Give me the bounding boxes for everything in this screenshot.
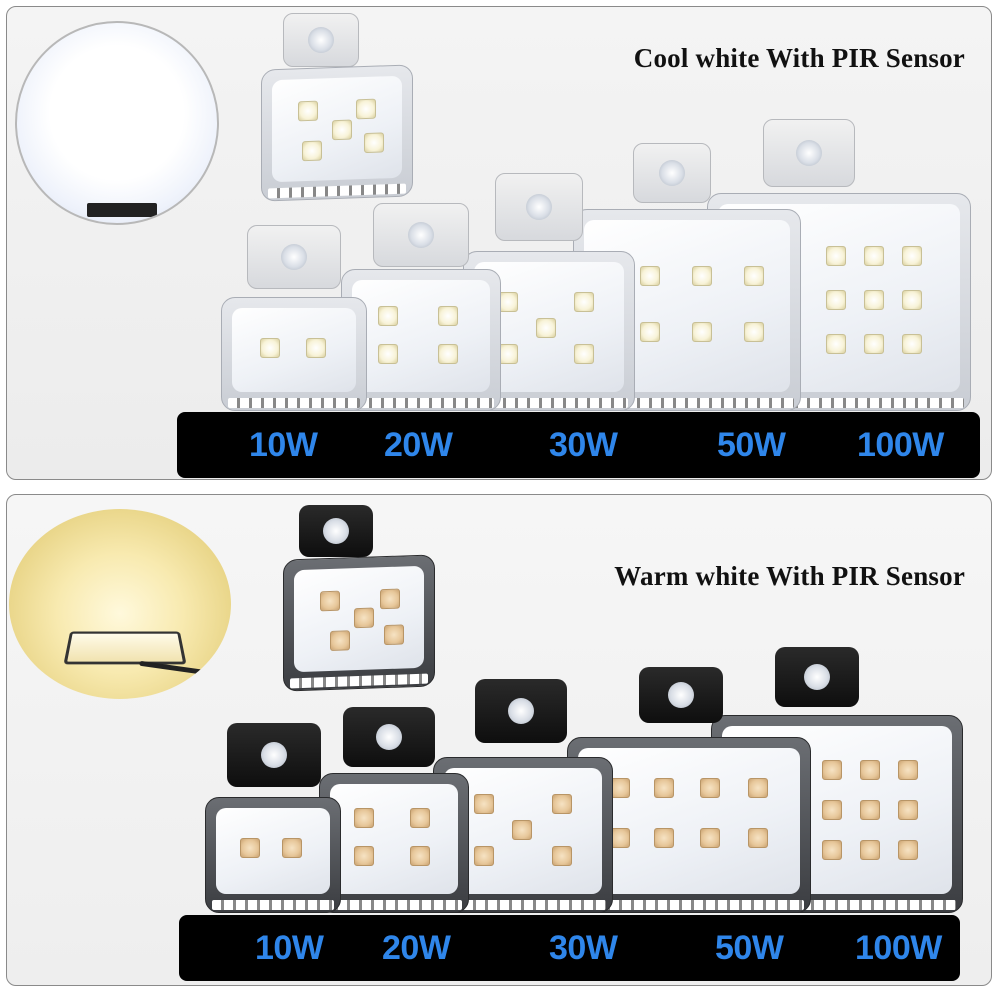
wattage-label-50w: 50W (715, 929, 783, 968)
cool-wattage-bar: 10W 20W 30W 50W 100W (177, 412, 980, 478)
floodlight-display-unit (283, 554, 435, 691)
wattage-label-20w: 20W (382, 929, 450, 968)
wattage-label-30w: 30W (549, 426, 617, 465)
pir-sensor-icon (283, 13, 359, 67)
cool-white-title: Cool white With PIR Sensor (634, 43, 965, 74)
pir-sensor-icon (247, 225, 341, 289)
warm-white-title: Warm white With PIR Sensor (614, 561, 965, 592)
wattage-label-100w: 100W (857, 426, 944, 465)
pir-sensor-icon (495, 173, 583, 241)
warm-light-glow-image (9, 509, 231, 699)
floodlight-10w (205, 797, 341, 913)
warm-wattage-bar: 10W 20W 30W 50W 100W (179, 915, 960, 981)
cool-light-glow-image (15, 21, 219, 225)
pir-sensor-icon (475, 679, 567, 743)
pir-sensor-icon (775, 647, 859, 707)
floodlight-10w (221, 297, 367, 411)
pir-sensor-icon (633, 143, 711, 203)
wattage-label-50w: 50W (717, 426, 785, 465)
floodlight-display-unit (261, 64, 413, 201)
wattage-label-20w: 20W (384, 426, 452, 465)
pir-sensor-icon (763, 119, 855, 187)
pir-sensor-icon (343, 707, 435, 767)
pir-sensor-icon (227, 723, 321, 787)
warm-white-panel: Warm white With PIR Sensor (6, 494, 992, 986)
floodlight-20w (319, 773, 469, 913)
pir-sensor-icon (299, 505, 373, 557)
cool-white-panel: Cool white With PIR Sensor (6, 6, 992, 480)
pir-sensor-icon (373, 203, 469, 267)
wattage-label-10w: 10W (249, 426, 317, 465)
wattage-label-100w: 100W (855, 929, 942, 968)
wattage-label-10w: 10W (255, 929, 323, 968)
wattage-label-30w: 30W (549, 929, 617, 968)
pir-sensor-icon (639, 667, 723, 723)
